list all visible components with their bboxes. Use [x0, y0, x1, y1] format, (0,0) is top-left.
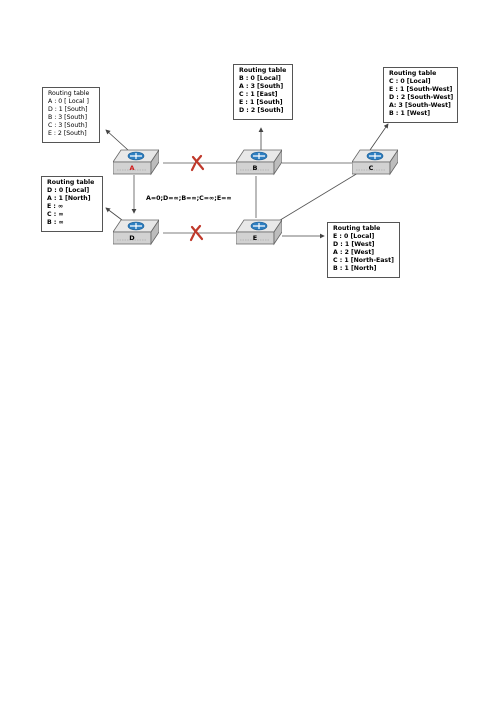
routing-table-B: Routing table B : 0 [Local] A : 3 [South… [233, 64, 293, 120]
table-row: D : 0 [Local] [47, 187, 90, 195]
table-row: B : ∞ [47, 219, 64, 227]
table-row: A : 2 [West] [333, 249, 375, 257]
table-row: A : 1 [North] [47, 195, 91, 203]
node-label-B: B [252, 164, 258, 172]
table-row: A: 3 [South-West] [389, 102, 451, 110]
table-row: B : 3 [South] [48, 114, 87, 122]
table-title: Routing table [389, 70, 437, 77]
table-row: C : ∞ [47, 211, 64, 219]
table-row: D : 2 [South] [239, 107, 284, 115]
broken-link-x-icon [189, 224, 204, 242]
routing-table-E: Routing table E : 0 [Local] D : 1 [West]… [327, 222, 400, 278]
routing-table-C: Routing table C : 0 [Local] E : 1 [South… [383, 67, 458, 123]
table-title: Routing table [47, 179, 95, 186]
link-C-E [271, 172, 359, 226]
arrow-D-to-table [105, 207, 123, 221]
table-title: Routing table [333, 225, 381, 232]
table-row: E : 0 [Local] [333, 233, 375, 241]
table-title: Routing table [48, 90, 90, 97]
table-row: C : 1 [North-East] [333, 257, 394, 265]
table-row: C : 3 [South] [48, 122, 88, 130]
table-row: A : 0 [ Local ] [48, 98, 89, 106]
node-label-C: C [368, 164, 374, 172]
arrow-A-to-table [105, 129, 129, 151]
table-row: B : 1 [North] [333, 265, 377, 273]
table-row: D : 1 [South] [48, 106, 88, 114]
table-row: B : 1 [West] [389, 110, 431, 118]
table-row: E : 1 [South] [239, 99, 283, 107]
table-title: Routing table [239, 67, 287, 74]
table-row: C : 1 [East] [239, 91, 278, 99]
distance-vector-message: A=0;D=∞;B=∞;C=∞;E=∞ [146, 195, 232, 202]
routing-table-A: Routing table A : 0 [ Local ] D : 1 [Sou… [42, 87, 100, 143]
node-label-A: A [129, 164, 135, 172]
table-row: D : 2 [South-West] [389, 94, 454, 102]
table-row: E : 1 [South-West] [389, 86, 453, 94]
table-row: D : 1 [West] [333, 241, 375, 249]
node-label-D: D [129, 234, 135, 242]
arrow-C-to-table [369, 123, 389, 151]
broken-link-x-icon [190, 154, 205, 172]
table-row: A : 3 [South] [239, 83, 284, 91]
table-row: C : 0 [Local] [389, 78, 431, 86]
table-row: B : 0 [Local] [239, 75, 281, 83]
table-row: E : 2 [South] [48, 130, 87, 138]
table-row: E : ∞ [47, 203, 64, 211]
routing-table-D: Routing table D : 0 [Local] A : 1 [North… [41, 176, 103, 232]
node-label-E: E [252, 234, 258, 242]
